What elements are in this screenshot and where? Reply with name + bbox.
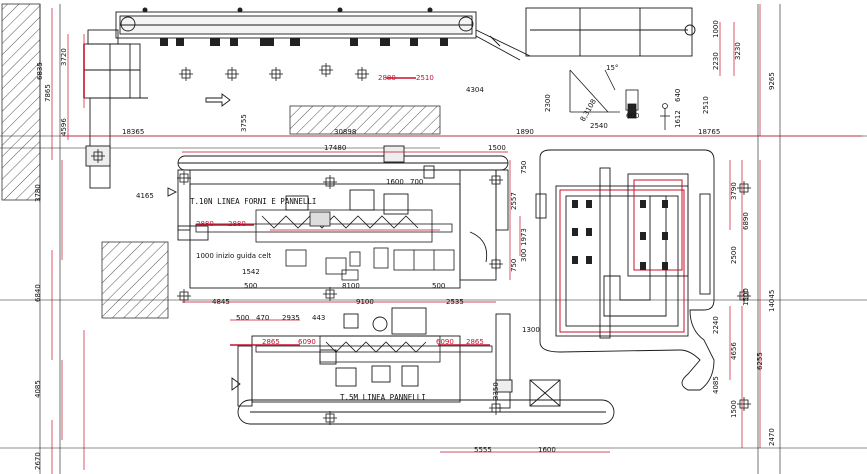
dim-left-4085: 4085 [34, 380, 42, 398]
dimension-lines [51, 4, 862, 474]
dim-span-1600: 1600 [386, 178, 404, 186]
dim-span-1600b: 1600 [538, 446, 556, 454]
dim-top-left-6835: 6835 [36, 62, 44, 80]
label-note-inizio: 1000 inizio guida celt [196, 252, 271, 260]
dim-span-17480: 17480 [324, 144, 346, 152]
dim-v-750: 750 [510, 259, 518, 272]
red-accents [83, 44, 490, 346]
dim-span-2935: 2935 [282, 314, 300, 322]
dim-span-5555: 5555 [474, 446, 492, 454]
dim-right-4085b: 4085 [712, 376, 720, 394]
mark-2880: 2880 [378, 74, 396, 82]
upper-line-loop [177, 145, 509, 289]
dim-span-700: 700 [410, 178, 423, 186]
dim-right-3230: 3230 [734, 42, 742, 60]
dim-span-1500: 1500 [488, 144, 506, 152]
dim-span-9100: 9100 [356, 298, 374, 306]
mark-4304: 4304 [466, 86, 484, 94]
hatched-wall-left [1, 3, 41, 201]
dim-span-18365: 18365 [122, 128, 144, 136]
dim-right-2500: 2500 [730, 246, 738, 264]
dim-span-4845: 4845 [212, 298, 230, 306]
dim-right-8500: 8,3108 [579, 98, 598, 123]
dim-span-750: 750 [520, 161, 528, 174]
dim-span-1890: 1890 [516, 128, 534, 136]
dim-left-3780: 3780 [34, 184, 42, 202]
dim-span-500a: 500 [244, 282, 257, 290]
dim-left-6840: 6840 [34, 284, 42, 302]
mark-2865a: 2865 [262, 338, 280, 346]
dim-right-2540: 2540 [590, 122, 608, 130]
oven-elements [572, 200, 668, 270]
dim-span-18765: 18765 [698, 128, 720, 136]
dim-right-1500b: 1500 [730, 400, 738, 418]
dim-right-640: 640 [674, 89, 682, 102]
dim-top-left-3720: 3720 [60, 48, 68, 66]
hatched-zone-center [289, 105, 441, 135]
dim-span-2535: 2535 [446, 298, 464, 306]
hatched-zone-lower-left [101, 241, 169, 319]
dim-v-2557: 2557 [510, 192, 518, 210]
dimension-text: 3720 7865 6835 4596 3780 6840 4085 2670 … [34, 20, 776, 470]
mark-6090a: 6090 [298, 338, 316, 346]
dim-left-4596: 4596 [60, 118, 68, 136]
dim-right-3790: 3790 [730, 182, 738, 200]
top-conveyor [87, 11, 531, 61]
dim-right-2300: 2300 [544, 94, 552, 112]
dim-v-1973: 1973 [520, 228, 528, 246]
dim-span-4165: 4165 [136, 192, 154, 200]
dim-right-2510: 2510 [702, 96, 710, 114]
top-conveyor-devices [142, 7, 448, 46]
flow-arrows [167, 35, 501, 391]
dim-span-1542: 1542 [242, 268, 260, 276]
dim-right-2230: 2230 [712, 52, 720, 70]
dim-right-14045: 14045 [768, 290, 776, 312]
mark-2880b: 2880 [196, 220, 214, 228]
crane-detail [569, 69, 670, 130]
dim-right-600: 600 [626, 112, 639, 120]
dim-top-left-7865: 7865 [44, 84, 52, 102]
dim-right-2240: 2240 [712, 316, 720, 334]
dim-right-2470: 2470 [768, 428, 776, 446]
dim-span-30898: 30898 [334, 128, 356, 136]
dim-right-15deg: 15° [606, 64, 618, 72]
dim-v-300: 300 [520, 249, 528, 262]
dim-span-500c: 500 [236, 314, 249, 322]
mark-6090b: 6090 [436, 338, 454, 346]
left-feeder [83, 43, 148, 189]
oven-serpentine [535, 149, 715, 391]
dim-span-443: 443 [312, 314, 325, 322]
dim-right-1612: 1612 [674, 110, 682, 128]
dim-right-1500: 1500 [742, 288, 750, 306]
lower-line-loop [237, 307, 615, 425]
mark-2880c: 2880 [228, 220, 246, 228]
dim-left-2670: 2670 [34, 452, 42, 470]
dim-span-500b: 500 [432, 282, 445, 290]
mark-2865b: 2865 [466, 338, 484, 346]
dim-right-9265: 9265 [768, 72, 776, 90]
mark-2510: 2510 [416, 74, 434, 82]
upper-process-band [195, 209, 455, 281]
booth-top-right [525, 7, 696, 57]
dim-span-1300: 1300 [522, 326, 540, 334]
dim-span-8100: 8100 [342, 282, 360, 290]
dim-right-6255: 6255 [756, 352, 764, 370]
dim-right-4656: 4656 [730, 342, 738, 360]
dim-right-6890: 6890 [742, 212, 750, 230]
dim-span-470: 470 [256, 314, 269, 322]
lower-process-band [255, 335, 493, 363]
dim-right-1000: 1000 [712, 20, 720, 38]
label-line-lower: T.5M LINEA PANNELLI [340, 393, 426, 402]
dim-span-3350: 3350 [492, 382, 500, 400]
label-line-upper: T.10N LINEA FORNI E PANNELLI [190, 197, 316, 206]
dim-span-3755: 3755 [240, 114, 248, 132]
